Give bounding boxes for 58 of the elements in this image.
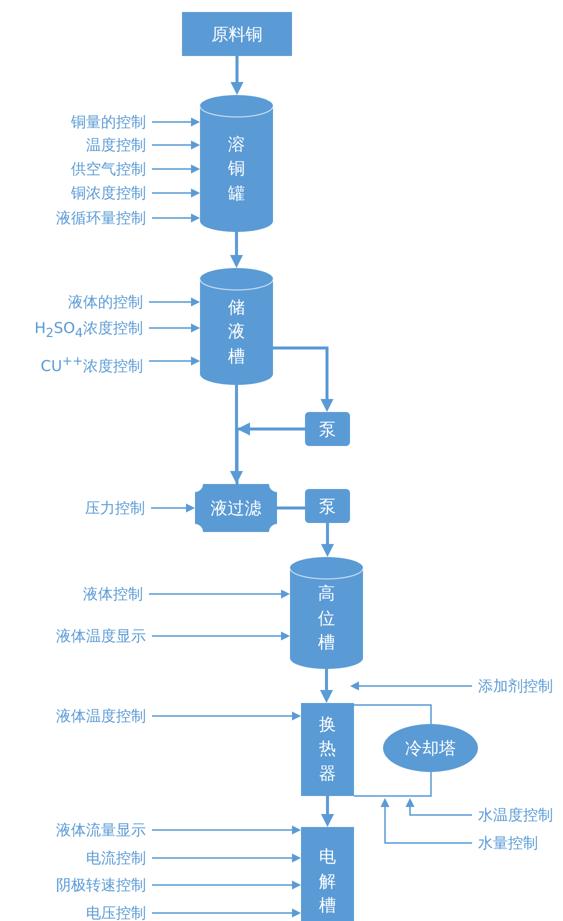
arrow — [152, 880, 301, 890]
arrow — [149, 324, 200, 332]
arrow — [321, 523, 334, 557]
control-label: H$_{2}$SO$_{4}$浓度控制 — [3, 317, 143, 339]
tank-cylinder: 储液槽 — [200, 268, 273, 385]
arrow — [149, 356, 200, 366]
arrow — [152, 214, 200, 222]
process-box: 泵 — [305, 412, 350, 446]
arrow — [320, 669, 333, 703]
arrow — [152, 140, 200, 150]
process-box: 原料铜 — [182, 12, 292, 56]
control-label: 液循环量控制 — [6, 207, 146, 229]
arrow — [149, 590, 290, 598]
control-label: 供空气控制 — [6, 158, 146, 180]
arrow — [230, 232, 243, 268]
arrow — [350, 682, 472, 690]
connector-line — [354, 704, 432, 724]
connector-line — [354, 772, 432, 797]
connector-line — [277, 506, 305, 510]
process-box: 换热器 — [301, 703, 354, 796]
control-label: 铜浓度控制 — [6, 182, 146, 204]
tower-ellipse: 冷却塔 — [383, 724, 478, 772]
filter-shape: 液过滤 — [195, 484, 277, 532]
process-box: 泵 — [305, 489, 350, 523]
arrow — [149, 298, 200, 306]
control-label: 水量控制 — [478, 832, 563, 854]
control-label: CU$^{++}$浓度控制 — [3, 350, 143, 372]
process-box: 电解槽 — [301, 827, 354, 921]
arrow — [152, 632, 290, 640]
control-label: 温度控制 — [6, 134, 146, 156]
arrow — [152, 164, 200, 174]
arrow — [273, 346, 334, 412]
control-label: 铜量的控制 — [6, 111, 146, 133]
control-label: 电流控制 — [6, 847, 146, 869]
control-label: 液体的控制 — [3, 291, 143, 313]
control-label: 液体流量显示 — [6, 819, 146, 841]
arrow — [152, 826, 301, 834]
control-label: 液体控制 — [3, 583, 143, 605]
arrow — [230, 56, 244, 95]
control-label: 电压控制 — [6, 902, 146, 921]
arrow — [152, 118, 200, 126]
arrow — [380, 798, 472, 844]
control-label: 压力控制 — [5, 497, 145, 519]
control-label: 液体温度控制 — [6, 705, 146, 727]
arrow — [152, 854, 301, 862]
arrow — [151, 504, 195, 512]
control-label: 阴极转速控制 — [6, 874, 146, 896]
arrow — [236, 422, 305, 484]
tank-cylinder: 溶铜罐 — [200, 95, 273, 232]
arrow — [406, 798, 472, 816]
control-label: 添加剂控制 — [478, 675, 563, 697]
arrow — [152, 712, 301, 720]
arrow — [321, 796, 334, 827]
control-label: 水温度控制 — [478, 804, 563, 826]
arrow — [152, 188, 200, 198]
control-label: 液体温度显示 — [6, 625, 146, 647]
arrow — [152, 908, 301, 918]
tank-cylinder: 高位槽 — [290, 557, 363, 669]
